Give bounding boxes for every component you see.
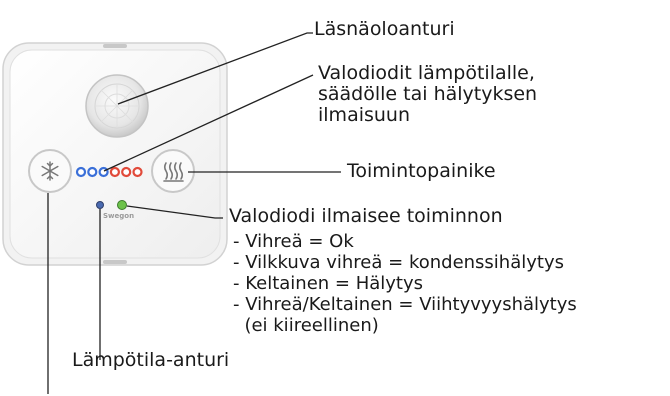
callout-leds	[103, 74, 314, 172]
heat-waves-icon	[163, 162, 184, 182]
indicator-led	[75, 166, 87, 178]
status-led	[117, 200, 127, 210]
function-button[interactable]	[151, 149, 195, 193]
state-item: (ei kiireellinen)	[233, 315, 379, 336]
presence-sensor-dome	[85, 74, 149, 138]
cooling-button[interactable]	[28, 149, 72, 193]
indicator-led	[121, 166, 132, 178]
label-leds-line2: säädölle tai hälytyksen	[318, 83, 538, 105]
callout-lines	[47, 32, 341, 394]
label-presence-sensor: Läsnäoloanturi	[314, 18, 455, 40]
indicator-led	[132, 166, 143, 178]
label-function-button: Toimintopainike	[347, 160, 496, 182]
indicator-led	[109, 166, 121, 178]
state-item: - Keltainen = Hälytys	[233, 273, 424, 294]
indicator-led	[87, 166, 98, 178]
temperature-sensor-dot	[96, 201, 104, 209]
label-temperature-sensor: Lämpötila-anturi	[72, 349, 230, 371]
state-item: - Vihreä = Ok	[233, 231, 354, 252]
label-function-led-title: Valodiodi ilmaisee toiminnon	[229, 205, 503, 227]
state-item: - Vihreä/Keltainen = Viihtyvyyshälytys	[233, 294, 577, 315]
label-leds-line1: Valodiodit lämpötilalle,	[318, 62, 535, 84]
thermostat-device: Swegon	[2, 42, 228, 266]
brand-logo: Swegon	[103, 212, 134, 220]
function-led-states-list: - Vihreä = Ok - Vilkkuva vihreä = konden…	[233, 231, 577, 336]
callout-status-led	[126, 205, 223, 219]
snowflake-icon	[41, 161, 59, 181]
callout-presence-sensor	[117, 32, 313, 105]
label-leds: Valodiodit lämpötilalle, säädölle tai hä…	[318, 63, 537, 126]
label-leds-line3: ilmaisuun	[318, 104, 411, 126]
state-item: - Vilkkuva vihreä = kondenssihälytys	[233, 252, 564, 273]
